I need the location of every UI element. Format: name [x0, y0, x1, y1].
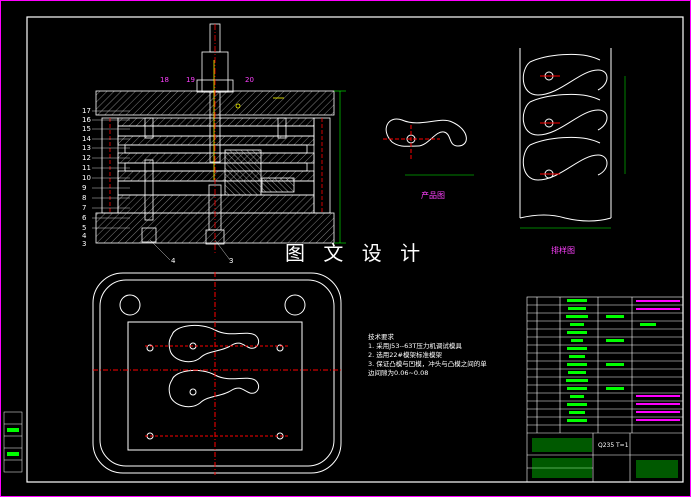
part-number: 3	[229, 257, 234, 265]
part-number: 4	[171, 257, 176, 265]
notes-line-3: 3. 保证凸模与凹模，冲头与凸模之间的单	[368, 360, 487, 368]
part-number: 15	[82, 125, 91, 133]
part-number: 10	[82, 174, 91, 182]
part-number: 6	[82, 214, 87, 222]
watermark-text: 图 文 设 计	[285, 241, 427, 265]
title-block-thickness: T=1	[616, 442, 629, 449]
part-number: 16	[82, 116, 91, 124]
part-leaders	[92, 110, 231, 261]
technical-notes: 技术要求 1. 采用J53--63T压力机调试模具 2. 选用22#模架标准模架…	[368, 333, 488, 378]
part-number: 8	[82, 194, 87, 202]
product-caption: 产品图	[421, 191, 445, 200]
part-number: 12	[82, 154, 91, 162]
part-number: 17	[82, 107, 91, 115]
title-block-material: Q235	[598, 442, 615, 449]
part-number: 4	[82, 232, 87, 240]
part-number: 13	[82, 144, 91, 152]
title-block-green-fills	[532, 299, 678, 478]
title-block	[526, 296, 684, 483]
notes-line-1: 1. 采用J53--63T压力机调试模具	[368, 342, 462, 350]
part-number: 3	[82, 240, 87, 248]
part-number: 5	[82, 224, 87, 232]
part-number: 7	[82, 204, 87, 212]
die-plate-top-view	[92, 272, 342, 475]
part-number: 9	[82, 184, 87, 192]
part-number: 11	[82, 164, 91, 172]
layout-caption: 排样图	[551, 246, 575, 255]
strip-layout	[519, 48, 626, 229]
drawing-border	[26, 16, 684, 483]
notes-title: 技术要求	[368, 333, 394, 341]
product-view	[383, 118, 474, 176]
title-block-magenta-text	[636, 300, 680, 421]
left-legend	[3, 411, 23, 473]
part-number: 14	[82, 135, 91, 143]
part-number: 20	[245, 76, 254, 84]
notes-line-2: 2. 选用22#模架标准模架	[368, 351, 442, 359]
notes-line-4: 边间隙为0.06~0.08	[368, 369, 429, 377]
part-number: 18	[160, 76, 169, 84]
die-assembly-section	[95, 23, 346, 255]
part-number: 19	[186, 76, 195, 84]
